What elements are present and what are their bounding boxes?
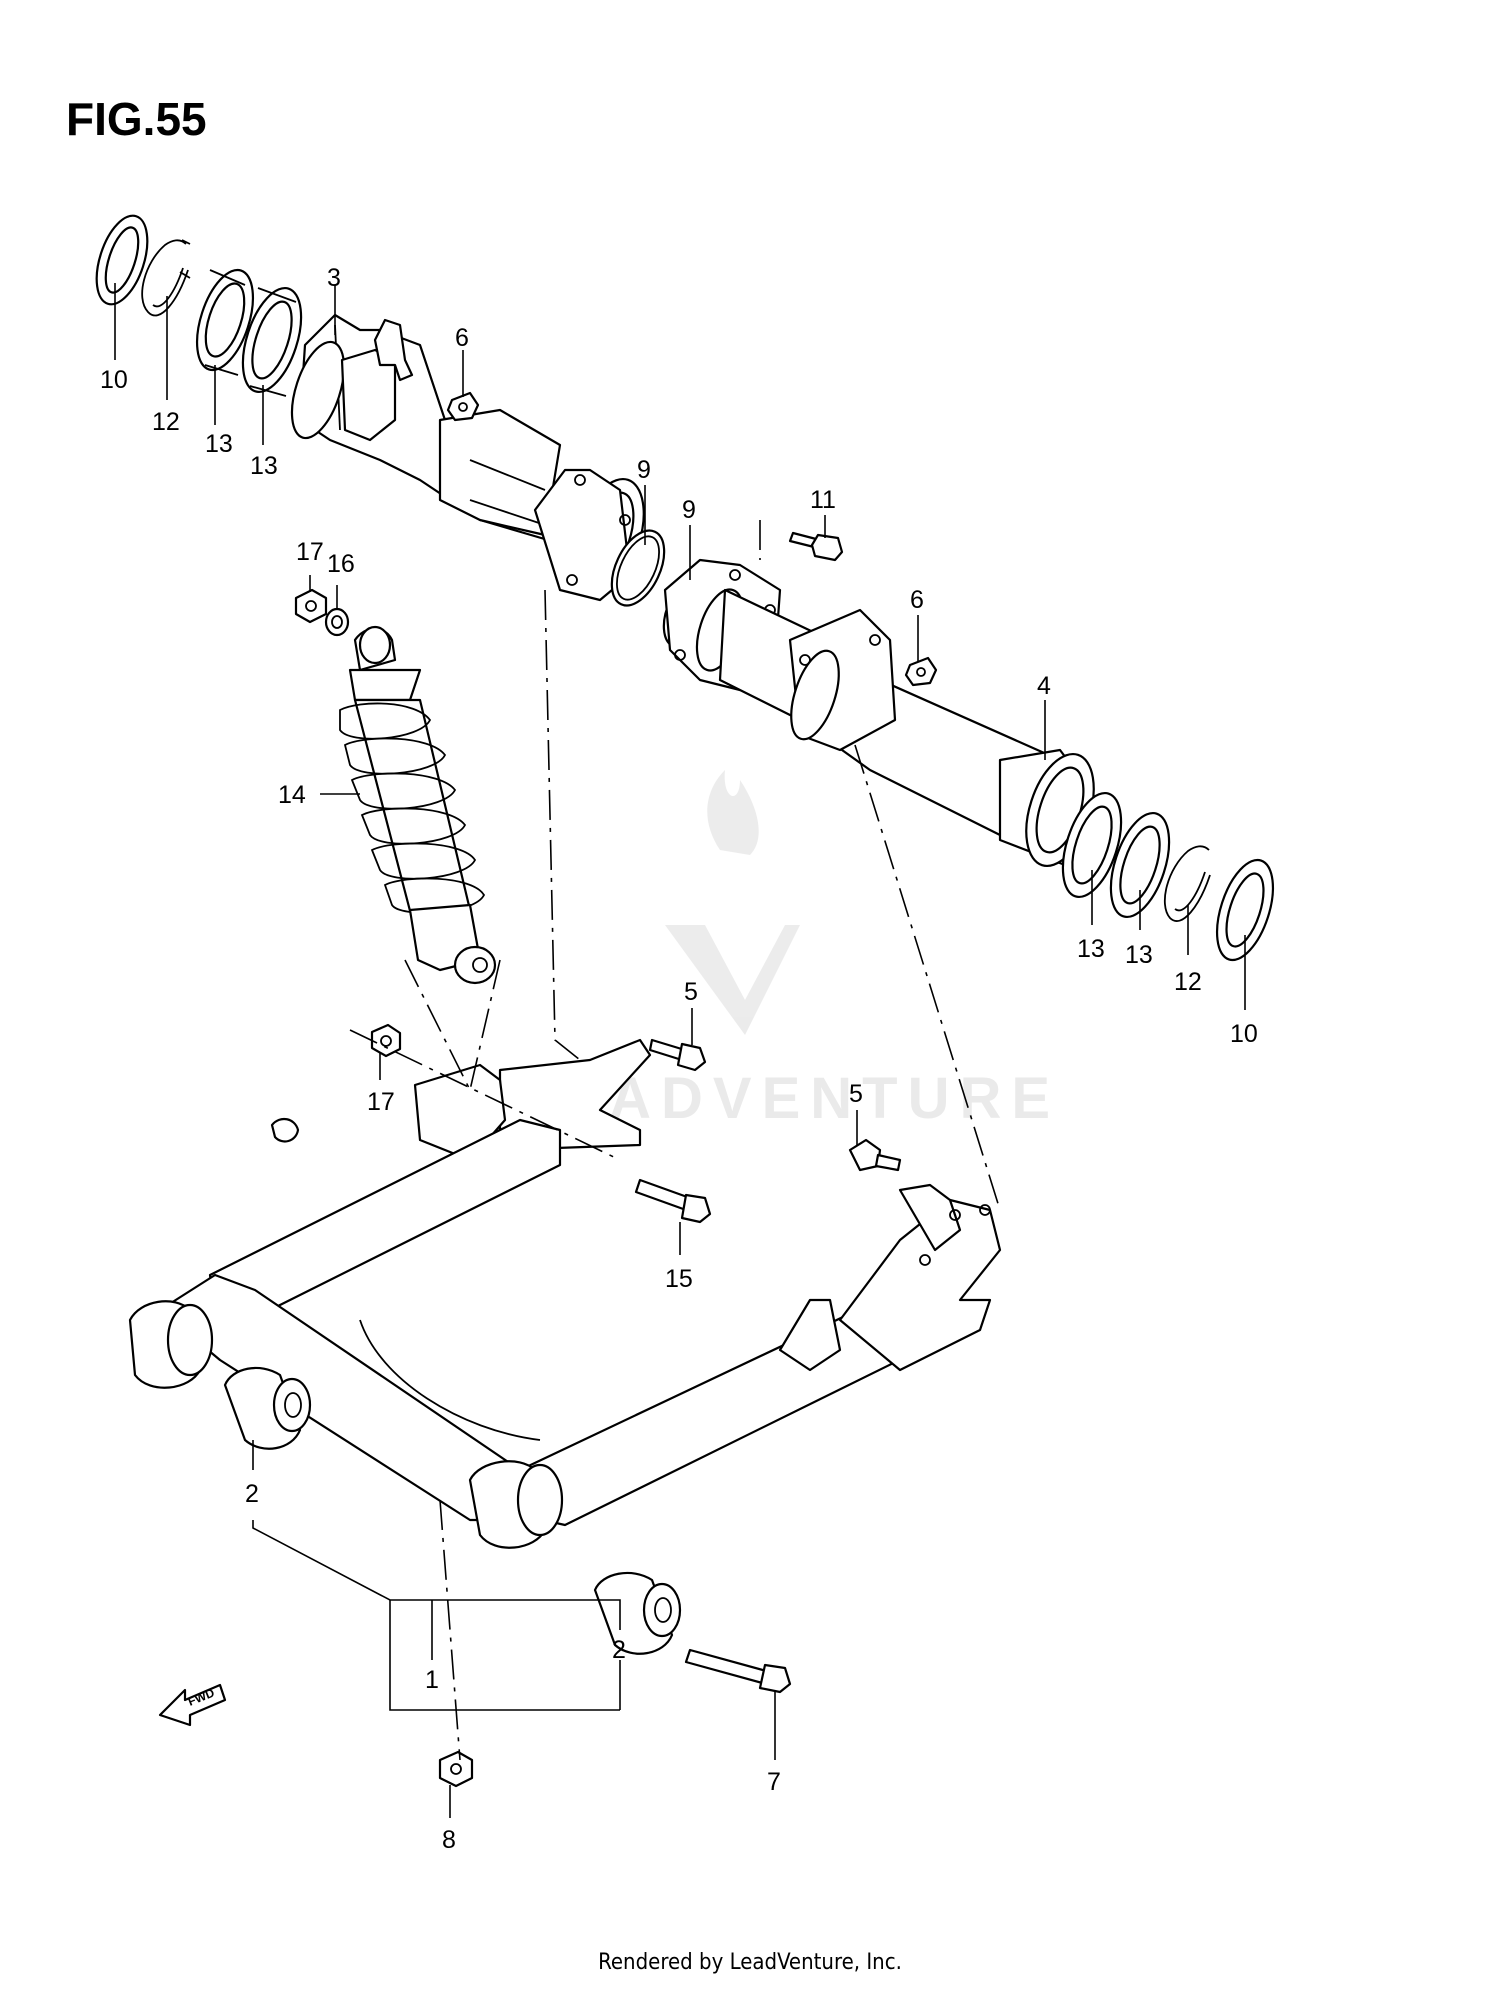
- callout-8: 8: [442, 1826, 456, 1854]
- nut-17-lower: [370, 1023, 402, 1058]
- callout-9-left: 9: [637, 456, 651, 484]
- bushing-2-left: [223, 1366, 312, 1450]
- nut-6-upper-left: [446, 391, 480, 422]
- circlip-12-left: [141, 239, 191, 317]
- bolt-7: [684, 1648, 792, 1694]
- nut-8: [438, 1750, 474, 1788]
- callout-6-upper: 6: [455, 324, 469, 352]
- callout-6-right: 6: [910, 586, 924, 614]
- callout-9-right: 9: [682, 496, 696, 524]
- alignment-lines: [349, 520, 1001, 1761]
- callout-3: 3: [327, 264, 341, 292]
- bearing-13-right-inner: [1061, 791, 1123, 899]
- bolt-5-upper: [648, 1038, 707, 1072]
- callout-12-right: 12: [1174, 968, 1202, 996]
- callout-14: 14: [278, 781, 306, 809]
- washer-16: [324, 607, 350, 637]
- circlip-12-right: [1163, 845, 1211, 922]
- callout-2-right: 2: [612, 1636, 626, 1664]
- swing-arm-1: [128, 1038, 1002, 1549]
- callout-17-lower: 17: [367, 1088, 395, 1116]
- axle-housing-3: [290, 313, 645, 602]
- bearing-13-left-inner: [241, 286, 303, 397]
- callout-13-right-outer: 13: [1125, 941, 1153, 969]
- callout-16: 16: [327, 550, 355, 578]
- forward-direction-arrow: FWD: [158, 1683, 227, 1727]
- shock-absorber-14: [339, 625, 497, 985]
- callout-10-right: 10: [1230, 1020, 1258, 1048]
- callout-13-right-inner: 13: [1077, 935, 1105, 963]
- render-credit-footer: Rendered by LeadVenture, Inc.: [598, 1950, 902, 1975]
- callout-5-upper: 5: [684, 978, 698, 1006]
- callout-2-left: 2: [245, 1480, 259, 1508]
- callout-7: 7: [767, 1768, 781, 1796]
- bolt-5-lower: [848, 1138, 902, 1172]
- bolt-15: [634, 1178, 712, 1224]
- callout-15: 15: [665, 1265, 693, 1293]
- callout-11: 11: [810, 486, 836, 514]
- callouts: 10 12 13 13 3 6 9 9 11 6 4 17 16 14 13 1…: [100, 264, 1258, 1854]
- callout-10-left: 10: [100, 366, 128, 394]
- bearing-13-right-outer: [1109, 811, 1171, 919]
- oring-9-left: [610, 529, 666, 607]
- callout-5-lower: 5: [849, 1080, 863, 1108]
- bushing-2-right: [593, 1571, 682, 1655]
- leader-lines: [114, 283, 1246, 1818]
- callout-4: 4: [1037, 672, 1051, 700]
- bearing-13-left-outer: [195, 268, 255, 376]
- callout-1: 1: [425, 1666, 439, 1694]
- nut-17-upper: [294, 588, 328, 624]
- callout-13-left-outer: 13: [205, 430, 233, 458]
- callout-17-upper: 17: [296, 538, 324, 566]
- seal-10-left: [95, 214, 149, 306]
- nut-6-right: [904, 656, 938, 687]
- figure-title: FIG.55: [66, 93, 207, 145]
- seal-10-right: [1215, 858, 1275, 962]
- callout-12-left: 12: [152, 408, 180, 436]
- bolt-11: [788, 531, 844, 562]
- callout-13-left-inner: 13: [250, 452, 278, 480]
